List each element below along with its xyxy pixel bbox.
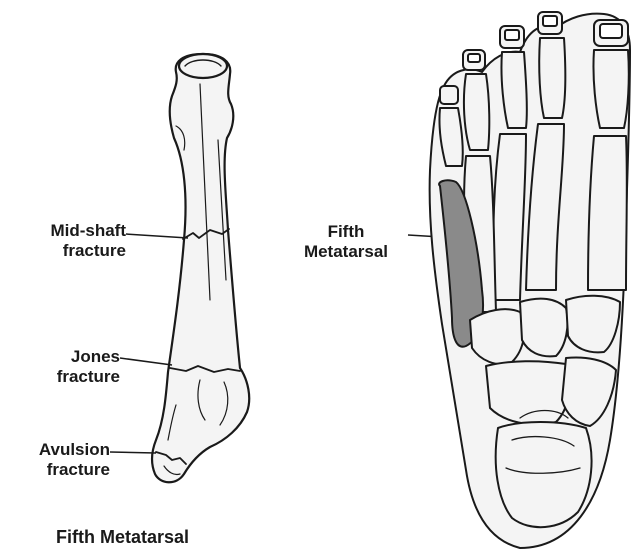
avulsion-fracture-label: Avulsion fracture [4, 440, 110, 480]
mid-shaft-fracture-label: Mid-shaft fracture [10, 221, 126, 261]
mid-shaft-label-line-2: fracture [10, 241, 126, 261]
diagram-caption: Fifth Metatarsal [56, 526, 316, 548]
jones-fracture-label: Jones fracture [20, 347, 120, 387]
avulsion-label-line-2: fracture [4, 460, 110, 480]
avulsion-label-line-1: Avulsion [4, 440, 110, 460]
fifth-metatarsal-bone [152, 54, 249, 482]
mid-shaft-label-line-1: Mid-shaft [10, 221, 126, 241]
foot-label-line-2: Metatarsal [284, 242, 408, 262]
foot-label-line-1: Fifth [284, 222, 408, 242]
foot-skeleton [430, 12, 630, 548]
jones-label-line-2: fracture [20, 367, 120, 387]
foot-fifth-metatarsal-label: Fifth Metatarsal [284, 222, 408, 262]
jones-label-line-1: Jones [20, 347, 120, 367]
